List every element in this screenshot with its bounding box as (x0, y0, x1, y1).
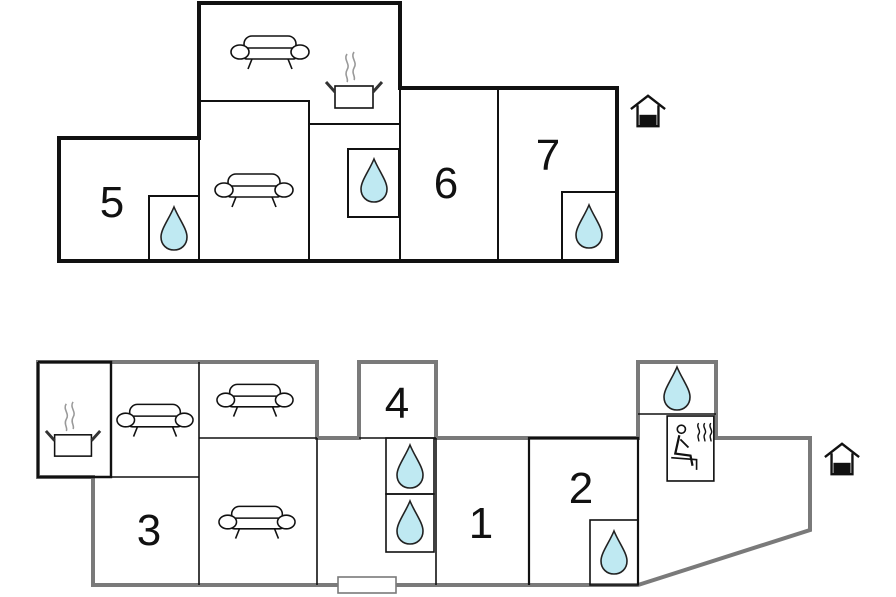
water-drop-icon (160, 206, 188, 251)
water-drop-icon (663, 366, 691, 411)
water-drop-icon (396, 444, 424, 489)
sauna-icon (666, 415, 715, 482)
sofa-icon (214, 173, 294, 208)
room-label-7: 7 (536, 131, 560, 180)
upper-floor-outline (57, 1, 619, 263)
room-label-1: 1 (469, 499, 493, 548)
room-label-3: 3 (137, 506, 161, 555)
upper-floor-inner-walls (148, 88, 618, 262)
room-label-5: 5 (100, 178, 124, 227)
water-drop-icon (396, 500, 424, 545)
sofa-icon (218, 505, 296, 540)
entrance-house-icon (823, 442, 861, 476)
entrance-house-icon (629, 94, 667, 128)
sofa-icon (216, 383, 294, 418)
lower-floor-outline (36, 360, 812, 587)
kitchen-pot-icon (324, 50, 384, 110)
kitchen-pot-icon (44, 400, 102, 458)
window-sill (337, 576, 397, 594)
water-drop-icon (360, 158, 388, 203)
sofa-icon (230, 35, 310, 70)
upper-floor: 5 6 7 (57, 1, 667, 263)
sofa-icon (116, 403, 194, 438)
lower-floor-inner-walls (36, 360, 716, 594)
room-label-2: 2 (569, 464, 593, 513)
water-drop-icon (600, 530, 628, 575)
room-label-4: 4 (385, 379, 409, 428)
water-drop-icon (575, 204, 603, 249)
lower-floor: 3 4 1 2 (36, 360, 861, 594)
room-label-6: 6 (434, 159, 458, 208)
